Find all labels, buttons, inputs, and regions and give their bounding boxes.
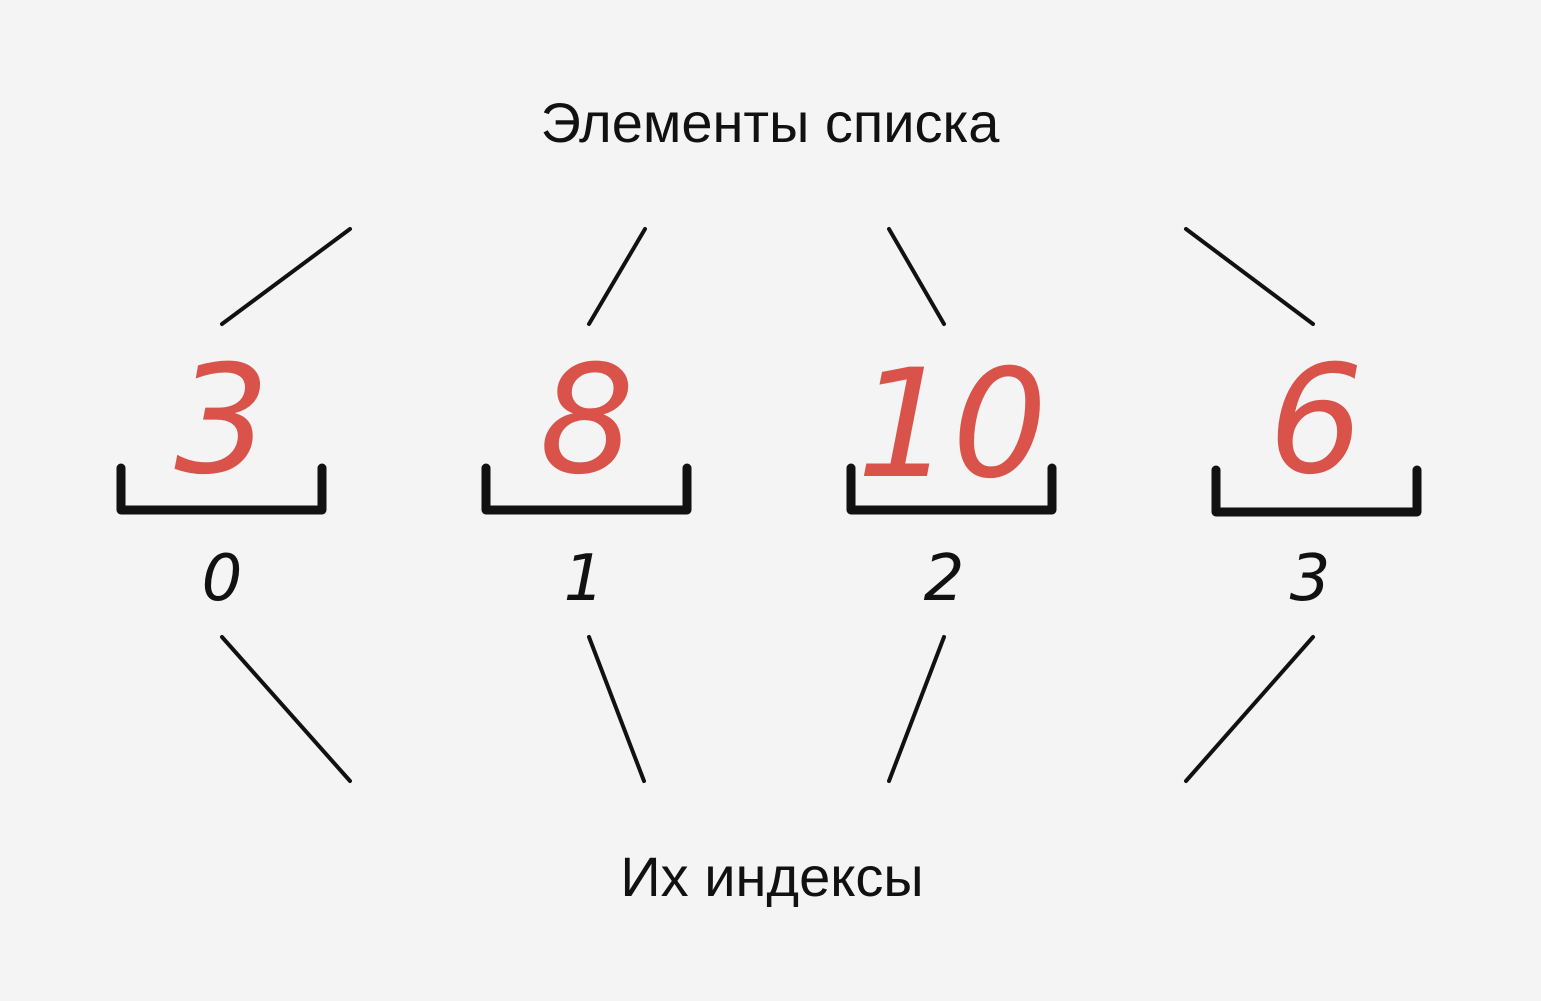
cell-bracket-2 — [846, 463, 1057, 515]
bottom-connector-3 — [1184, 635, 1315, 783]
element-value-3: 6 — [1268, 334, 1363, 508]
element-value-2: 10 — [857, 338, 1048, 512]
list-cell-3: 6 3 — [1211, 334, 1422, 616]
element-value-1: 8 — [539, 334, 634, 508]
elements-caption: Элементы списка — [541, 91, 1001, 154]
top-connector-0 — [220, 227, 352, 326]
cell-bracket-0 — [116, 463, 327, 515]
cell-bracket-1 — [481, 463, 692, 515]
bottom-connector-1 — [587, 635, 646, 783]
indexes-caption: Их индексы — [620, 845, 923, 908]
index-value-2: 2 — [924, 542, 965, 616]
index-value-1: 1 — [564, 542, 605, 616]
index-value-0: 0 — [202, 542, 243, 616]
top-connector-3 — [1184, 227, 1315, 326]
list-cell-0: 3 0 — [116, 334, 327, 616]
list-cell-2: 10 2 — [846, 338, 1057, 616]
element-value-0: 3 — [174, 334, 269, 508]
bottom-connector-2 — [887, 635, 946, 783]
top-connector-2 — [887, 227, 946, 326]
list-cell-1: 8 1 — [481, 334, 692, 616]
index-value-3: 3 — [1290, 542, 1331, 616]
top-connector-1 — [587, 227, 647, 326]
cell-bracket-3 — [1211, 465, 1422, 517]
bottom-connector-0 — [220, 635, 352, 783]
